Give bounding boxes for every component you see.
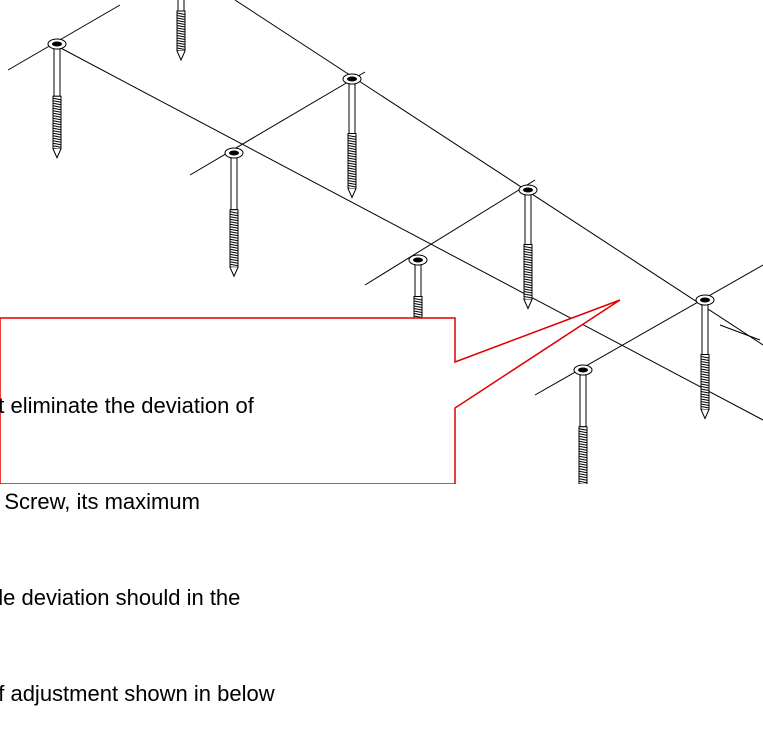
screw-shank (525, 195, 531, 245)
screw-drive (578, 368, 588, 373)
screw (343, 74, 361, 198)
screw-shank (178, 0, 184, 11)
screw (696, 295, 714, 419)
screw-shank (231, 158, 237, 210)
callout-text: ot eliminate the deviation of d Screw, i… (0, 326, 455, 742)
screw-shank (702, 305, 708, 355)
screw-tip (524, 300, 532, 309)
screw-tip (348, 189, 356, 198)
screw-drive (700, 298, 710, 303)
screw-drive (347, 77, 357, 82)
cross-line-3 (365, 180, 535, 285)
cross-line-2 (190, 72, 365, 175)
cross-line-5 (720, 325, 760, 340)
screw (48, 39, 66, 158)
cross-line-1 (8, 5, 120, 70)
callout-line-4: of adjustment shown in below (0, 678, 455, 710)
screw-shank (415, 265, 421, 297)
screw-tip (53, 149, 61, 158)
screw (225, 148, 243, 276)
screw (172, 0, 190, 60)
screw (519, 185, 537, 309)
screw-shank (54, 49, 60, 96)
screw-tip (701, 410, 709, 419)
screw-drive (229, 151, 239, 156)
grid-line-back (235, 0, 763, 345)
screw-drive (523, 188, 533, 193)
screw-shank (580, 375, 586, 427)
screw-tip (230, 267, 238, 276)
callout-line-1: ot eliminate the deviation of (0, 390, 455, 422)
screw (574, 365, 592, 484)
callout-line-2: d Screw, its maximum (0, 486, 455, 518)
screw-tip (177, 51, 185, 60)
screw-drive (413, 258, 423, 263)
callout-line-3: ble deviation should in the (0, 582, 455, 614)
screw-drive (52, 42, 62, 47)
screw-shank (349, 84, 355, 134)
